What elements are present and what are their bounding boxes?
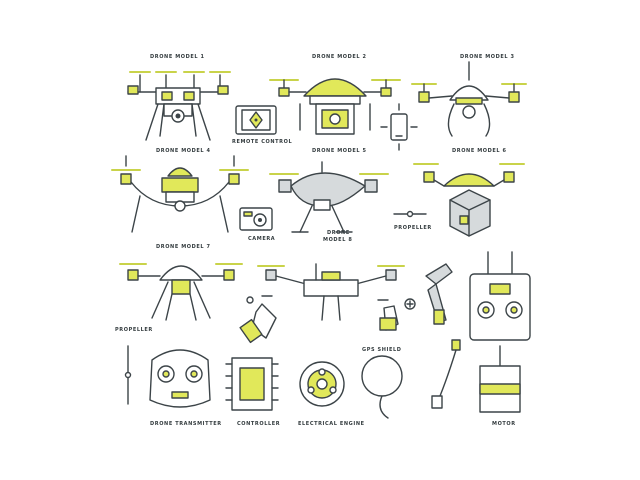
transmitter-icon: [469, 251, 531, 341]
label-drone-model-6: DRONE MODEL 6: [452, 148, 507, 154]
drone-model-8-icon: [257, 263, 405, 321]
remote-control-icon: [235, 105, 277, 135]
drone-model-2-icon: [269, 78, 401, 135]
label-drone-model-5: DRONE MODEL 5: [312, 148, 367, 154]
electrical-engine-icon: [299, 361, 345, 407]
hand-plus-icon: [377, 298, 416, 331]
label-drone-model-8-line2: MODEL 8: [323, 237, 352, 243]
label-gps-shield: GPS SHIELD: [362, 347, 402, 353]
robotic-arm-icon: [425, 263, 453, 325]
label-drone-model-4: DRONE MODEL 4: [156, 148, 211, 154]
drone-transmitter-icon: [149, 349, 211, 408]
propeller-icon: [393, 210, 427, 218]
label-propeller-top: PROPELLER: [394, 225, 432, 231]
propeller-vertical-icon: [124, 345, 132, 405]
phone-tilt-icon: [380, 103, 418, 151]
label-drone-model-8-line1: DRONE: [327, 230, 350, 236]
label-electrical-engine: ELECTRICAL ENGINE: [298, 421, 365, 427]
label-propeller-left: PROPELLER: [115, 327, 153, 333]
label-drone-model-2: DRONE MODEL 2: [312, 54, 367, 60]
label-remote-control: REMOTE CONTROL: [232, 139, 292, 145]
drone-model-3-icon: [411, 61, 527, 137]
label-camera: CAMERA: [248, 236, 275, 242]
cable-connector-icon: [431, 339, 461, 409]
label-controller: CONTROLLER: [237, 421, 280, 427]
label-drone-transmitter: DRONE TRANSMITTER: [150, 421, 222, 427]
label-drone-model-3: DRONE MODEL 3: [460, 54, 515, 60]
motor-icon: [479, 345, 521, 413]
hand-touch-icon: [239, 295, 277, 344]
controller-chip-icon: [225, 357, 279, 411]
label-drone-model-1: DRONE MODEL 1: [150, 54, 205, 60]
gps-balloon-icon: [361, 355, 403, 419]
drone-model-7-icon: [119, 263, 243, 321]
camera-icon: [239, 207, 273, 231]
drone-model-4-icon: [111, 155, 249, 233]
drone-model-5-icon: [269, 161, 389, 233]
label-drone-model-7: DRONE MODEL 7: [156, 244, 211, 250]
label-motor: MOTOR: [492, 421, 516, 427]
drone-model-1-icon: [127, 71, 231, 141]
package-drone-icon: [413, 163, 525, 237]
